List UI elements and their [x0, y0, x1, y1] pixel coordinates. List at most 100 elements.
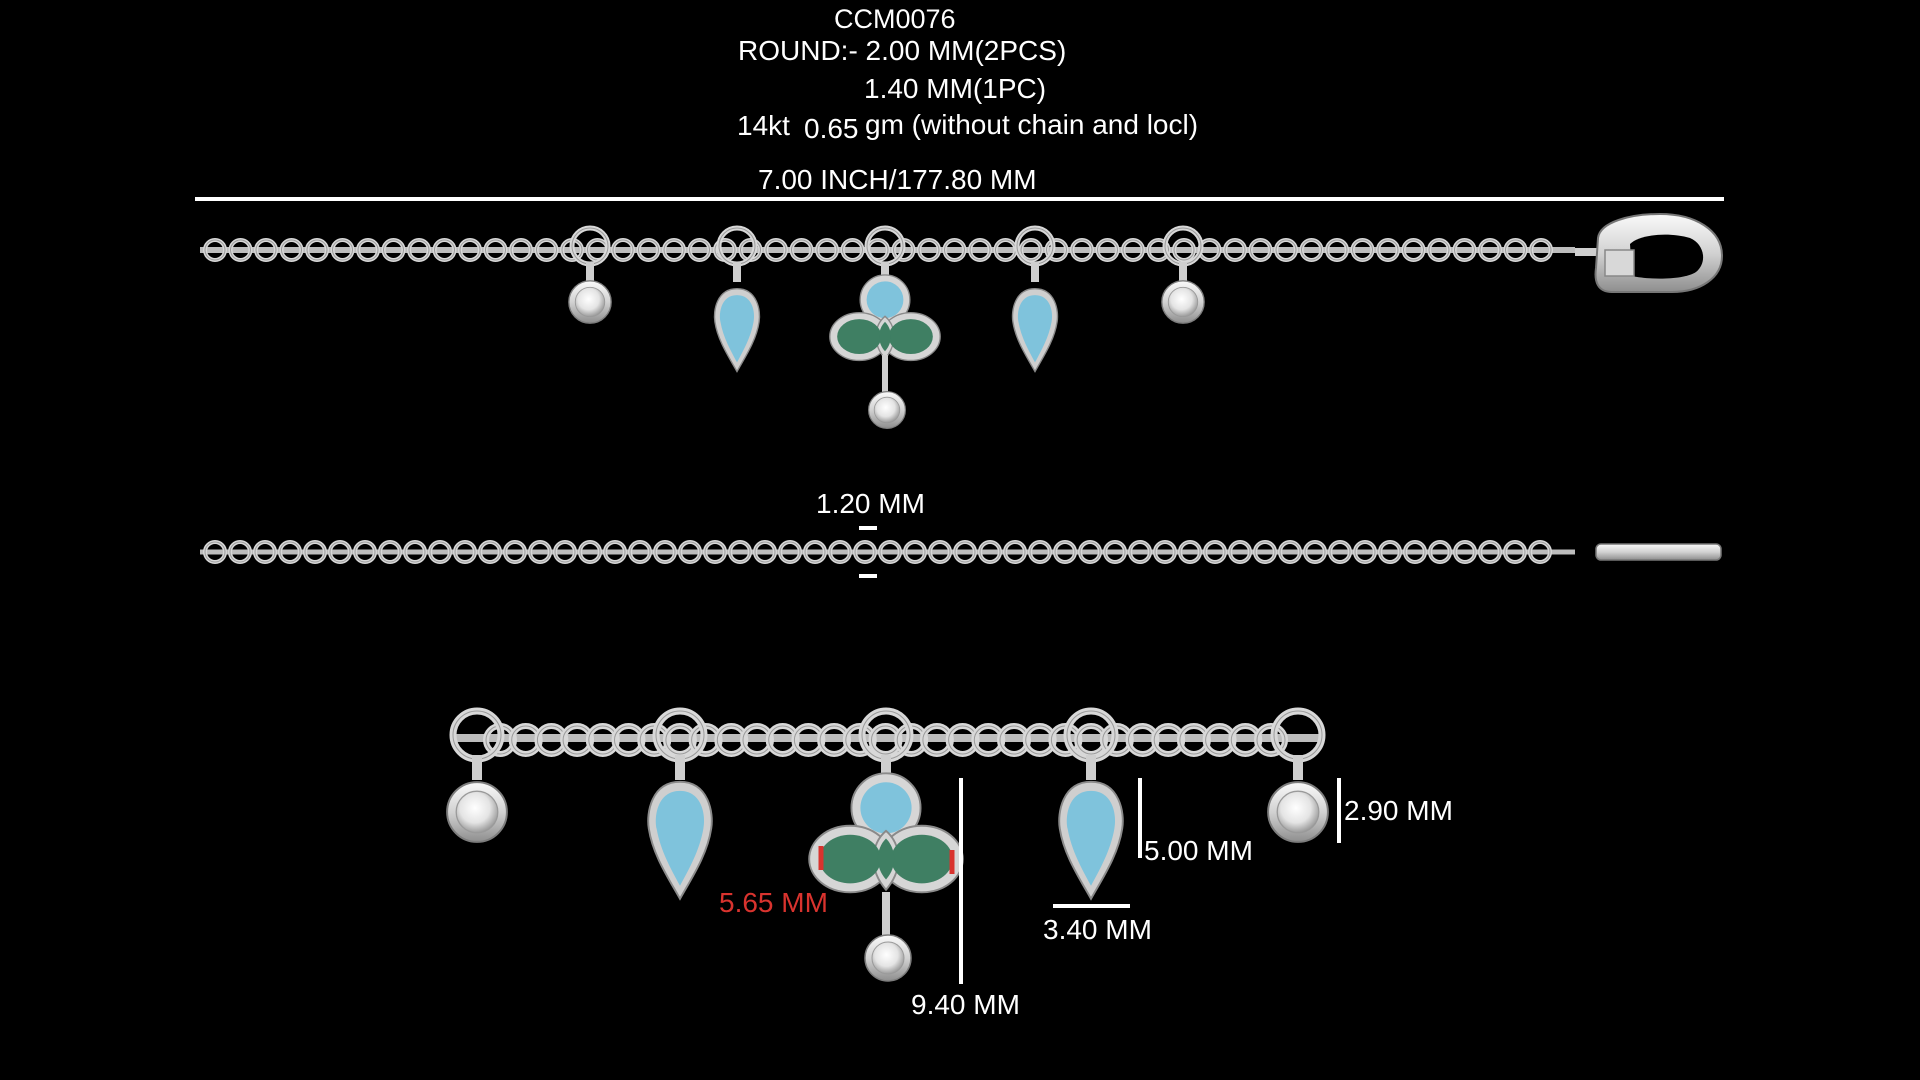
chain-link-outline	[434, 239, 455, 261]
chain-link-outline	[1104, 541, 1126, 563]
chain-link-outline	[979, 541, 1001, 563]
chain-link-outline	[1479, 541, 1501, 563]
chain-link-outline	[1029, 541, 1051, 563]
chain-link-outline	[1304, 541, 1326, 563]
front-view	[200, 212, 1724, 429]
chain-link-outline	[204, 541, 226, 563]
chain-link-outline	[969, 239, 991, 261]
chain-link-outline	[357, 239, 379, 261]
chain-link-outline	[459, 239, 481, 261]
front-round-charm-right	[1161, 280, 1205, 324]
detail-center-round-charm	[864, 934, 912, 982]
chain-link-outline	[554, 541, 576, 563]
chain-link-outline	[944, 239, 965, 261]
chain-link-outline	[689, 239, 710, 261]
chain-link-outline	[1054, 541, 1076, 563]
chain-link-outline	[1279, 541, 1301, 563]
chain-link-outline	[281, 239, 302, 261]
metal-weight-note: gm (without chain and locl)	[865, 109, 1199, 140]
detail-round-charm-right	[1267, 781, 1329, 843]
chain-link-outline	[1204, 541, 1226, 563]
chain-link-outline	[1404, 541, 1426, 563]
front-view-chain	[203, 225, 1553, 267]
chain-link-outline	[679, 541, 701, 563]
chain-link-outline	[255, 239, 277, 261]
chain-link-outline	[629, 541, 651, 563]
chain-link-outline	[1154, 541, 1176, 563]
round-charm-size-label: 2.90 MM	[1344, 795, 1453, 826]
chain-link-outline	[765, 239, 787, 261]
pear-charm-width-label: 3.40 MM	[1043, 914, 1152, 945]
lobster-clasp	[1575, 212, 1724, 293]
chain-link-outline	[510, 239, 532, 261]
chain-link-outline	[829, 541, 851, 563]
chain-link-outline	[1173, 239, 1195, 261]
chain-thickness-label: 1.20 MM	[816, 488, 925, 519]
chain-link-outline	[1254, 541, 1276, 563]
chain-link-outline	[1097, 239, 1118, 261]
chain-link-outline	[254, 541, 276, 563]
stone-spec-line-1: ROUND:- 2.00 MM(2PCS)	[738, 35, 1067, 66]
chain-link-outline	[485, 239, 506, 261]
chain-link-outline	[1352, 239, 1373, 261]
chain-link-outline	[854, 541, 876, 563]
chain-link-outline	[379, 541, 401, 563]
chain-link-outline	[329, 541, 351, 563]
chain-link-outline	[479, 541, 501, 563]
chain-link-outline	[729, 541, 751, 563]
chain-link-outline	[1229, 541, 1251, 563]
chain-link-outline	[904, 541, 926, 563]
chain-link-outline	[1326, 239, 1348, 261]
chain-link-outline	[1403, 239, 1424, 261]
chain-link-outline	[663, 239, 685, 261]
chain-link-outline	[816, 239, 838, 261]
side-view-chain	[203, 540, 1552, 564]
chain-link-outline	[1079, 541, 1101, 563]
chain-link-outline	[1429, 541, 1451, 563]
chain-link-outline	[1454, 239, 1475, 261]
chain-link-outline	[504, 541, 526, 563]
chain-link-outline	[383, 239, 404, 261]
chain-link-outline	[612, 239, 634, 261]
chain-link-outline	[404, 541, 426, 563]
chain-link-outline	[954, 541, 976, 563]
chain-link-outline	[230, 239, 251, 261]
chain-link-outline	[704, 541, 726, 563]
chain-link-outline	[1122, 239, 1144, 261]
chain-link-outline	[1071, 239, 1093, 261]
center-charm-width-label: 5.65 MM	[719, 887, 828, 918]
chain-link-outline	[1505, 239, 1526, 261]
chain-link-outline	[1129, 541, 1151, 563]
detail-round-charm-left	[446, 781, 508, 843]
chain-link-outline	[1020, 239, 1042, 261]
chain-link-outline	[1301, 239, 1322, 261]
chain-link-outline	[304, 541, 326, 563]
chain-link-outline	[791, 239, 812, 261]
detail-view-chain	[449, 707, 1326, 763]
front-pear-charm-right	[1011, 288, 1059, 373]
front-round-charm-left	[568, 280, 612, 324]
chain-link-outline	[842, 239, 863, 261]
overall-length-label: 7.00 INCH/177.80 MM	[758, 164, 1037, 195]
metal-weight: 0.65	[804, 113, 859, 144]
chain-link-outline	[918, 239, 940, 261]
front-center-round-charm	[867, 391, 907, 429]
front-center-charm	[829, 274, 941, 362]
chain-link-outline	[429, 541, 451, 563]
chain-link-outline	[1354, 541, 1376, 563]
chain-link-outline	[279, 541, 301, 563]
stone-spec-line-2: 1.40 MM(1PC)	[864, 73, 1047, 104]
chain-link-outline	[1428, 239, 1450, 261]
chain-link-outline	[454, 541, 476, 563]
side-view	[200, 526, 1722, 578]
chain-link-outline	[604, 541, 626, 563]
detail-view	[446, 707, 1341, 984]
detail-center-charm	[808, 772, 964, 894]
chain-link-outline	[332, 239, 353, 261]
chain-link-outline	[354, 541, 376, 563]
chain-link-outline	[229, 541, 251, 563]
metal-karat: 14kt	[737, 110, 790, 141]
chain-link-outline	[1046, 239, 1067, 261]
chain-link-outline	[804, 541, 826, 563]
